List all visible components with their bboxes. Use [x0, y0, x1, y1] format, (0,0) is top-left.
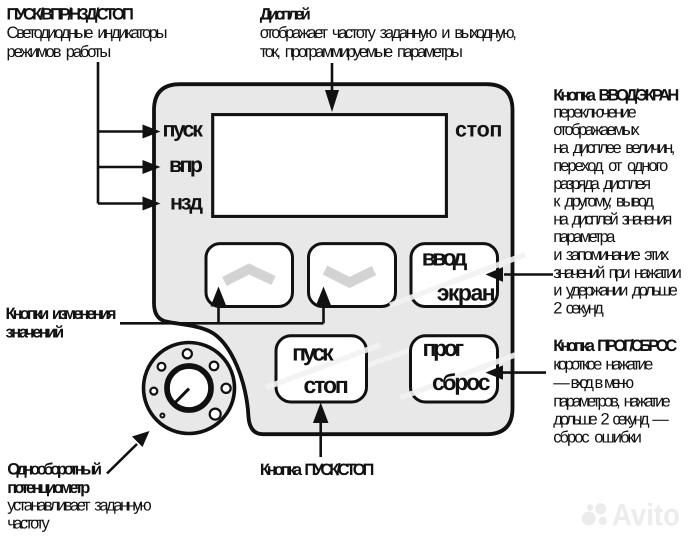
svg-text:короткое нажатие: короткое нажатие — [553, 356, 653, 374]
svg-text:Кнопка ПРОГ/СБРОС: Кнопка ПРОГ/СБРОС — [553, 337, 677, 355]
svg-text:Светодиодные индикаторы: Светодиодные индикаторы — [7, 24, 168, 42]
svg-text:прог: прог — [423, 335, 465, 361]
svg-text:устанавливает заданную: устанавливает заданную — [7, 497, 151, 515]
svg-text:параметров, нажатие: параметров, нажатие — [553, 392, 670, 410]
svg-text:переключение: переключение — [553, 103, 636, 121]
svg-text:стоп: стоп — [455, 117, 502, 141]
svg-text:стоп: стоп — [304, 372, 349, 398]
svg-text:2 секунд: 2 секунд — [553, 299, 604, 317]
svg-text:на дисплее величин,: на дисплее величин, — [553, 139, 675, 157]
svg-text:параметра: параметра — [553, 228, 616, 246]
svg-text:ввод: ввод — [422, 244, 468, 270]
svg-text:частоту: частоту — [7, 514, 50, 532]
svg-text:— вход в меню: — вход в меню — [553, 374, 634, 392]
svg-text:Однооборотный: Однооборотный — [7, 461, 102, 479]
svg-text:Кнопка ВВОД/ЭКРАН: Кнопка ВВОД/ЭКРАН — [553, 86, 679, 104]
svg-text:Кнопка ПУСК/СТОП: Кнопка ПУСК/СТОП — [260, 461, 374, 479]
svg-text:режимов работы: режимов работы — [7, 43, 112, 61]
svg-text:сброс: сброс — [432, 369, 491, 395]
svg-text:переход от одного: переход от одного — [553, 157, 668, 175]
svg-text:и удержании дольше: и удержании дольше — [553, 282, 678, 300]
svg-text:экран: экран — [437, 280, 496, 306]
svg-text:значений: значений — [6, 324, 65, 342]
svg-text:пуск: пуск — [292, 339, 334, 365]
svg-text:Дисплей: Дисплей — [260, 6, 311, 24]
svg-text:отображаемых: отображаемых — [553, 121, 640, 139]
svg-text:сброс ошибки: сброс ошибки — [553, 428, 642, 446]
svg-text:пуск: пуск — [163, 118, 204, 142]
svg-text:к другому, вывод: к другому, вывод — [553, 193, 654, 211]
svg-text:дольше 2 секунд —: дольше 2 секунд — — [553, 411, 669, 429]
svg-text:потенциометр: потенциометр — [7, 479, 90, 497]
svg-text:ток, программируемые параметры: ток, программируемые параметры — [260, 43, 463, 61]
svg-text:впр: впр — [169, 153, 203, 177]
svg-text:ПУСК/ВПР/НЗД/СТОП: ПУСК/ВПР/НЗД/СТОП — [7, 6, 134, 24]
svg-text:нзд: нзд — [170, 190, 203, 214]
svg-text:и запоминание этих: и запоминание этих — [553, 246, 670, 264]
svg-text:разряда дисплея: разряда дисплея — [553, 175, 651, 193]
svg-text:отображает частоту заданную и: отображает частоту заданную и выходную, — [260, 24, 517, 42]
svg-text:Кнопки изменения: Кнопки изменения — [6, 305, 117, 323]
svg-text:значений при нажатии: значений при нажатии — [553, 264, 682, 282]
svg-text:на дисплей значения: на дисплей значения — [553, 210, 672, 228]
svg-text:Avito: Avito — [612, 497, 680, 532]
